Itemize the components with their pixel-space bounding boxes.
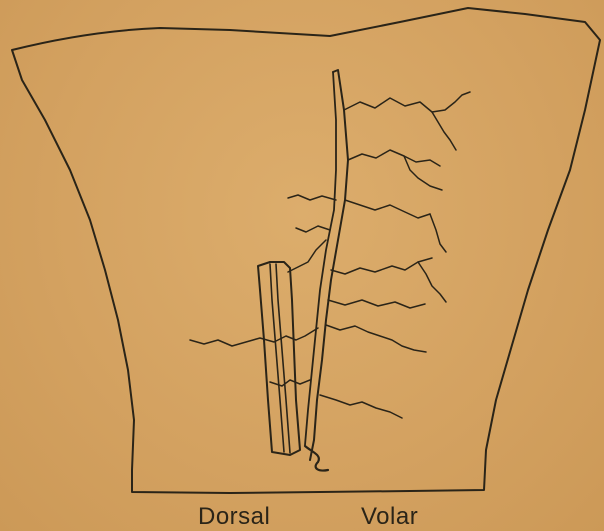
tendon-segment-inner-2 xyxy=(276,264,290,453)
branch xyxy=(418,262,446,302)
branch xyxy=(345,200,430,218)
branch xyxy=(331,258,432,274)
branch xyxy=(270,380,310,386)
branch xyxy=(288,240,326,272)
dorsal-label: Dorsal xyxy=(198,503,270,531)
volar-label: Volar xyxy=(361,503,418,531)
branch xyxy=(190,328,318,346)
branch xyxy=(432,112,456,150)
branch xyxy=(296,226,330,232)
nerve-end-curl xyxy=(305,446,328,471)
branch xyxy=(348,150,440,166)
specimen-outline xyxy=(12,8,600,493)
branch xyxy=(320,395,402,418)
tendon-segment xyxy=(258,262,300,455)
branch xyxy=(328,300,425,308)
branch xyxy=(326,325,426,352)
branch xyxy=(344,92,470,112)
branch xyxy=(288,195,336,200)
branch xyxy=(430,214,446,252)
